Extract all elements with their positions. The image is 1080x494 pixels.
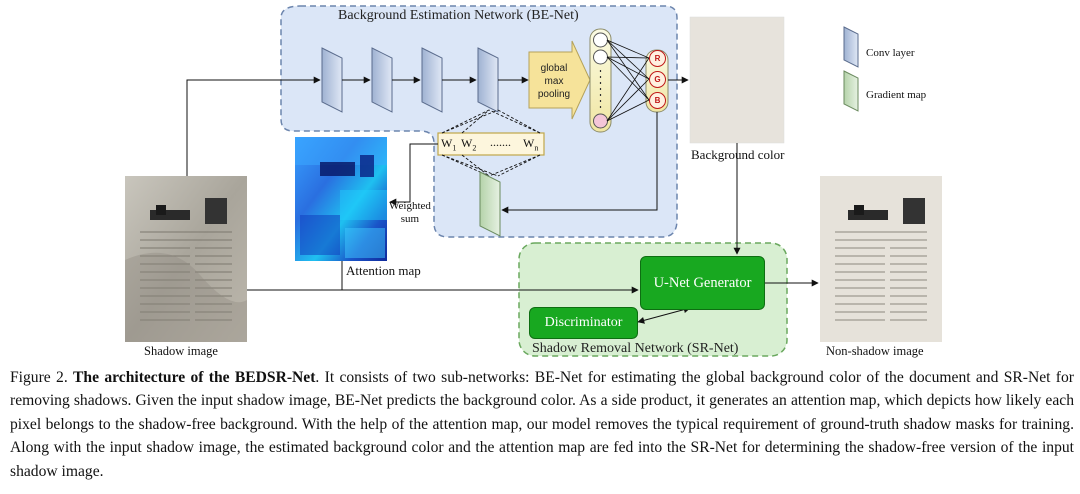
non-shadow-image-label: Non-shadow image <box>826 344 924 358</box>
weighted-sum-label: Weighted sum <box>389 200 431 225</box>
legend-gradient-icon <box>843 70 859 112</box>
conv-layer-1 <box>321 47 343 113</box>
discriminator-block: Discriminator <box>529 307 638 339</box>
background-color-swatch <box>689 16 785 144</box>
pooling-label: global max pooling <box>537 63 571 100</box>
shadow-image <box>125 176 247 342</box>
weight-w2: W2 <box>461 136 477 153</box>
weight-w1: W1 <box>441 136 457 153</box>
rgb-node-g: G <box>649 71 666 88</box>
legend-gradient-label: Gradient map <box>866 89 927 101</box>
weight-dots: ....... <box>490 135 511 149</box>
attention-map-label: Attention map <box>346 263 421 278</box>
background-color-label: Background color <box>691 147 785 162</box>
attention-map-image <box>295 137 387 261</box>
unet-generator-block: U-Net Generator <box>640 256 765 310</box>
conv-layer-3 <box>421 47 443 113</box>
sr-net-title: Shadow Removal Network (SR-Net) <box>532 341 739 356</box>
global-max-pooling-block <box>528 40 591 120</box>
be-net-title: Background Estimation Network (BE-Net) <box>338 8 579 23</box>
conv-layer-2 <box>371 47 393 113</box>
rgb-node-b: B <box>649 92 666 109</box>
fully-connected-edges <box>606 39 650 122</box>
conv-layer-4 <box>477 47 499 113</box>
legend-conv-label: Conv layer <box>866 47 915 59</box>
non-shadow-image <box>820 176 942 342</box>
weight-wn: Wn <box>523 136 539 153</box>
shadow-image-label: Shadow image <box>144 344 218 358</box>
rgb-node-r: R <box>649 50 666 67</box>
figure-caption: Figure 2. The architecture of the BEDSR-… <box>10 369 1074 480</box>
legend-conv-icon <box>843 26 859 68</box>
gradient-map-block <box>479 171 501 237</box>
